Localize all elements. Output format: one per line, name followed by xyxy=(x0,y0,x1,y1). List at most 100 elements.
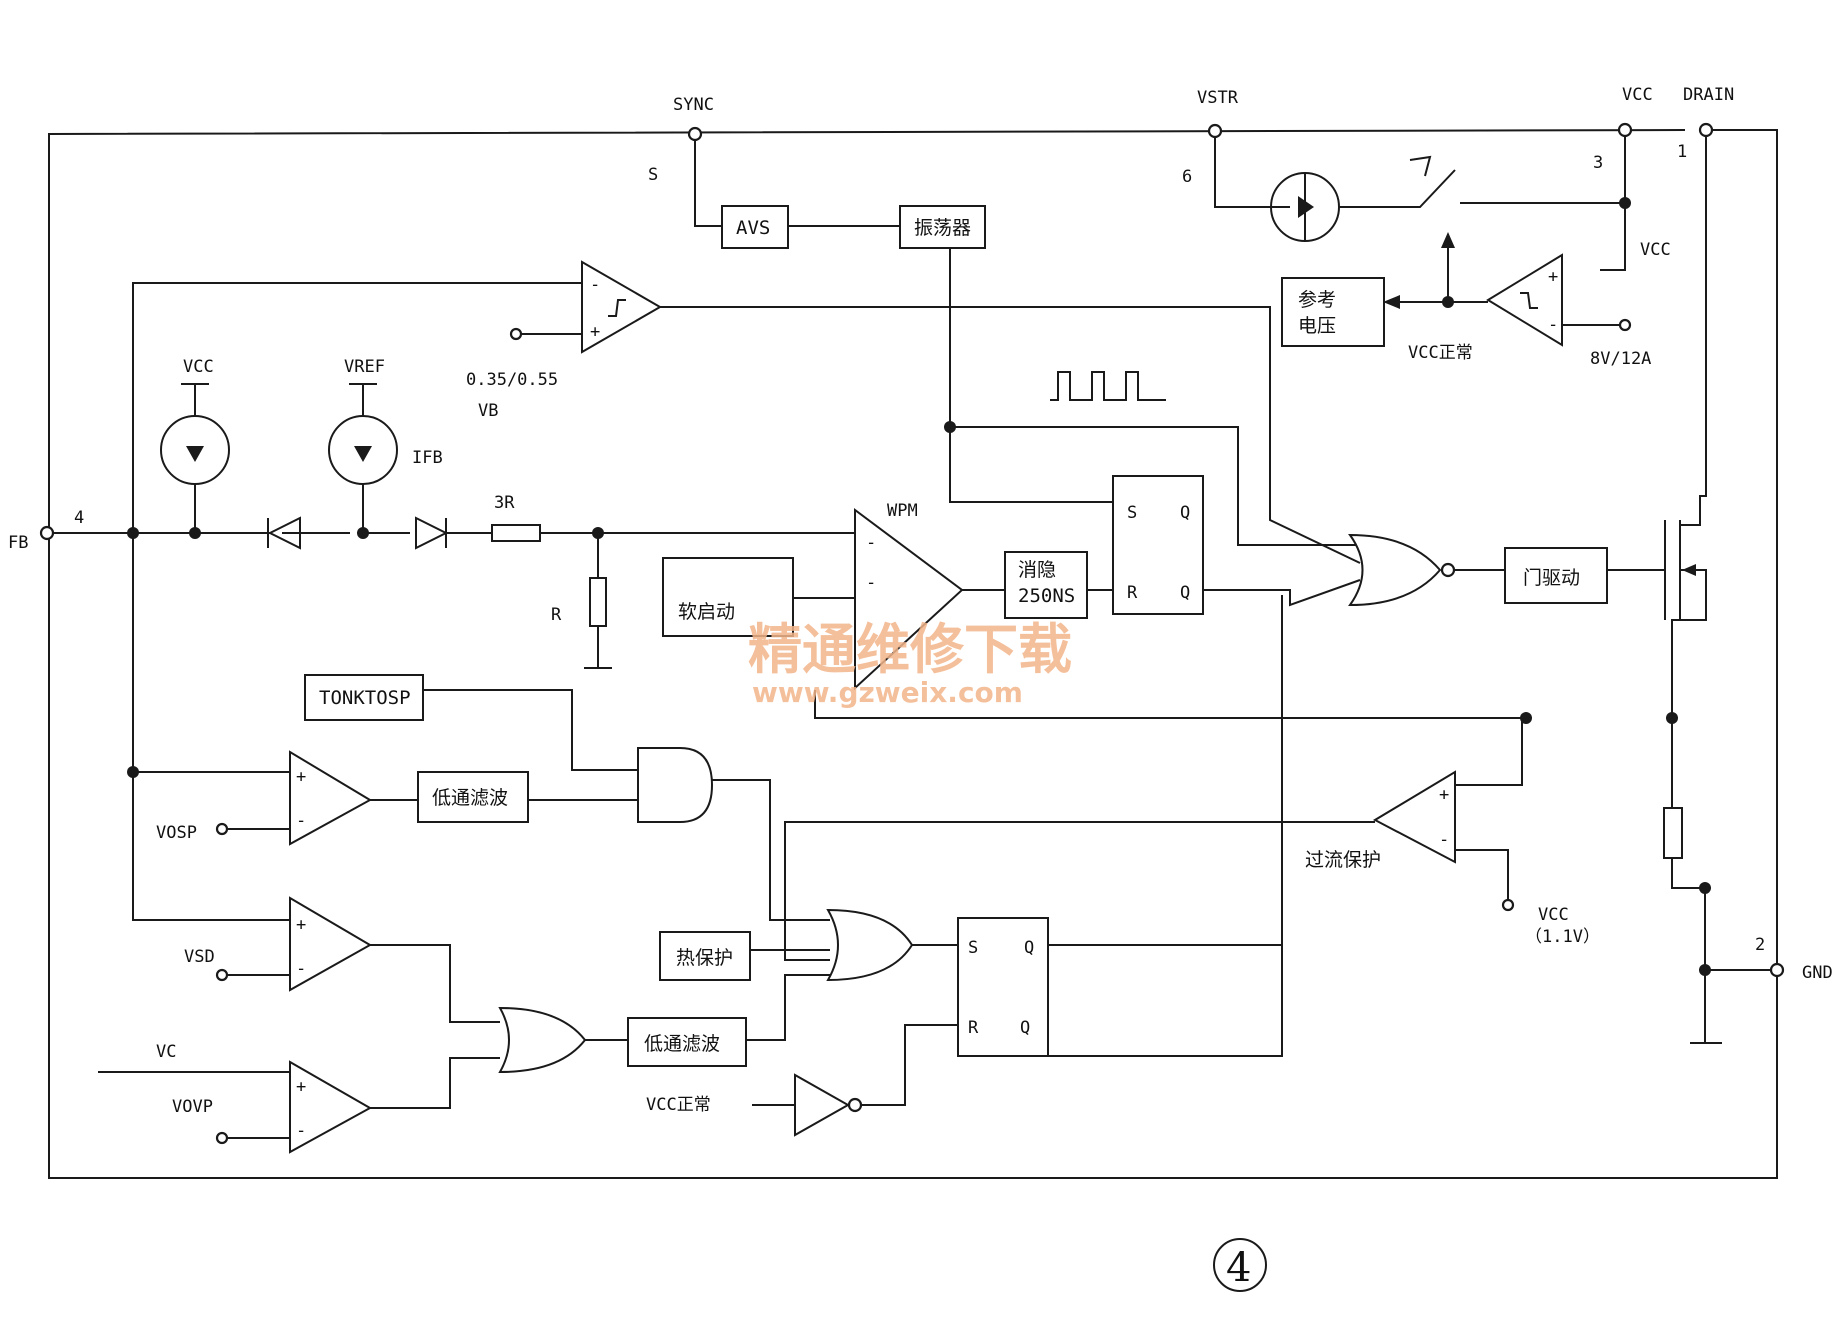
pwm-comparator: - - 软启动 消隐 250NS xyxy=(662,508,1526,719)
ocp-ref-pin xyxy=(1501,898,1515,912)
switch-arrow-icon xyxy=(1409,155,1432,177)
diagram-label: Q xyxy=(1024,938,1034,958)
thermal-protection-block xyxy=(659,931,751,981)
diagram-label: 4 xyxy=(1226,1245,1251,1291)
diagram-label: 门驱动 xyxy=(1523,567,1580,589)
diagram-label: VCC正常 xyxy=(646,1095,711,1115)
diagram-label: - xyxy=(1439,830,1449,850)
diagram-label: + xyxy=(1548,267,1558,287)
pwm-flipflop xyxy=(1044,475,1361,1057)
diagram-label: TONKTOSP xyxy=(319,687,411,709)
threshold-ref-pin xyxy=(509,327,523,341)
fb-pin xyxy=(39,525,55,541)
diagram-label: VOSP xyxy=(156,823,197,843)
mosfet-icon xyxy=(1664,520,1681,620)
diagram-label: 8V/12A xyxy=(1590,349,1651,369)
diagram-label: VB xyxy=(478,401,498,421)
diagram-label: IFB xyxy=(412,448,443,468)
diagram-label: S xyxy=(648,165,658,185)
protection-or-gate: 低通滤波 xyxy=(498,974,830,1074)
diagram-label: S xyxy=(968,938,978,958)
diagram-label: + xyxy=(1439,785,1449,805)
vstr-pin xyxy=(1207,123,1223,139)
diagram-label: 热保护 xyxy=(676,947,733,969)
diagram-label: 250NS xyxy=(1018,585,1075,607)
vosp-comparator: + - 低通滤波 TONKTOSP xyxy=(132,533,830,921)
fb-comparator: - + xyxy=(132,260,1361,564)
diagram-label: 精通维修下载 xyxy=(748,617,1072,681)
gate-drive-block xyxy=(1504,547,1608,604)
fb-label: FB xyxy=(8,533,28,553)
outer-frame xyxy=(48,129,1778,1179)
figure-number: 4 xyxy=(1213,1238,1267,1292)
drain-label: DRAIN xyxy=(1683,85,1734,105)
diagram-label: R xyxy=(1127,583,1138,603)
vcc-pin xyxy=(1617,122,1633,138)
lpf-1-block xyxy=(417,771,529,823)
startup-circuit xyxy=(1214,130,1626,302)
vsd-pin xyxy=(215,968,229,982)
or-gate-output xyxy=(1348,533,1442,607)
diagram-label: + xyxy=(296,1077,306,1097)
diagram-label: + xyxy=(296,767,306,787)
diagram-label: 3 xyxy=(1593,153,1603,173)
diagram-label: - xyxy=(296,959,306,979)
diagram-label: Q xyxy=(1020,1018,1030,1038)
diagram-label: S xyxy=(1127,503,1137,523)
uvlo-ref-pin xyxy=(1618,318,1632,332)
diode-2-icon xyxy=(415,516,449,550)
tonktosp-block xyxy=(304,674,424,721)
ocp-comparator: + - xyxy=(784,718,1523,961)
diagram-label: 软启动 xyxy=(678,601,735,623)
vovp-pin xyxy=(215,1131,229,1145)
oscillator-block xyxy=(899,205,986,249)
fb-input-network xyxy=(53,383,855,669)
diagram-label: www.gzweix.com xyxy=(752,676,1023,709)
fault-or-gate: 热保护 xyxy=(659,908,958,982)
diagram-label: 电压 xyxy=(1298,315,1336,337)
sync-pin xyxy=(687,126,703,142)
sense-resistor xyxy=(1663,807,1683,859)
package-pins xyxy=(39,122,1785,978)
hysteresis-icon xyxy=(1520,292,1538,309)
drain-pin xyxy=(1698,122,1714,138)
diagram-label: 6 xyxy=(1182,167,1192,187)
sync-label: SYNC xyxy=(673,95,714,115)
gnd-label: GND xyxy=(1802,963,1833,983)
vosp-pin xyxy=(215,822,229,836)
vcc-label: VCC xyxy=(1622,85,1653,105)
diagram-label: VCC xyxy=(1538,905,1569,925)
fault-flipflop xyxy=(957,917,1282,1057)
vstr-label: VSTR xyxy=(1197,88,1239,108)
diagram-label: + xyxy=(296,915,306,935)
diagram-label: 0.35/0.55 xyxy=(466,370,558,390)
junction-dots xyxy=(127,197,1711,976)
blanking-block xyxy=(1004,551,1088,619)
diagram-label: - xyxy=(296,1121,306,1141)
labels: SYNC S VSTR 6 VCC DRAIN 3 1 VCC VCC正常 8V… xyxy=(8,85,1833,1117)
diagram-label: R xyxy=(968,1018,979,1038)
diagram-label: VCC xyxy=(1640,240,1671,260)
diagram-label: 1 xyxy=(1677,142,1687,162)
reference-voltage-block: 参考 电压 xyxy=(1281,277,1385,347)
diagram-label: 参考 xyxy=(1298,289,1336,311)
diagram-label: - xyxy=(590,275,600,295)
pulse-waveform-icon xyxy=(1050,371,1166,401)
diagram-label: - xyxy=(1548,315,1558,335)
vsd-comparator: + - xyxy=(132,772,500,1023)
diagram-label: 消隐 xyxy=(1018,559,1056,581)
diagram-label: - xyxy=(866,533,876,553)
diagram-label: - xyxy=(296,811,306,831)
diagram-label: - xyxy=(866,573,876,593)
diagram-label: 振荡器 xyxy=(914,217,971,239)
watermark: 精通维修下载 www.gzweix.com xyxy=(748,617,1072,709)
diagram-label: VOVP xyxy=(172,1097,213,1117)
diagram-label: R xyxy=(551,605,562,625)
lpf-2-block xyxy=(627,1017,747,1067)
diagram-label: VSD xyxy=(184,947,215,967)
diagram-label: 过流保护 xyxy=(1305,849,1381,871)
uvlo-comparator: + - xyxy=(1383,253,1632,347)
diagram-label: Q xyxy=(1180,583,1190,603)
and-gate xyxy=(637,747,714,823)
hysteresis-icon xyxy=(608,299,626,317)
